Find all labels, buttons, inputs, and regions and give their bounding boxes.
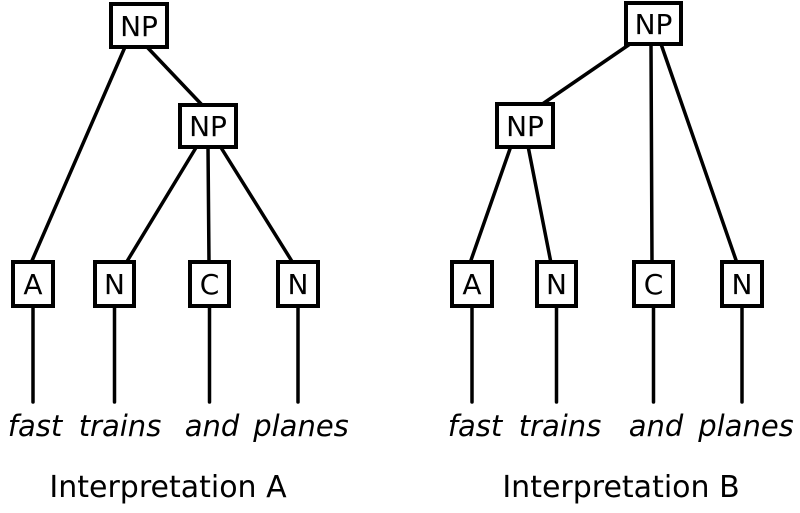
node-b-inner-np-label: NP <box>506 110 544 143</box>
edge-a-np-to-n2 <box>218 144 295 265</box>
word-b-trains: trains <box>519 409 602 443</box>
node-a-leaf-a-label: A <box>23 268 42 301</box>
node-b-leaf-a: A <box>450 260 494 308</box>
node-b-root-np: NP <box>624 1 683 46</box>
tree-interpretation-a: NP NP A N C N fast trains and planes <box>8 2 349 505</box>
node-a-leaf-c: C <box>188 260 231 308</box>
caption-interpretation-a: Interpretation A <box>49 470 287 505</box>
node-a-leaf-a: A <box>11 260 55 308</box>
node-b-leaf-c-box <box>632 260 675 308</box>
node-b-leaf-c: C <box>632 260 675 308</box>
node-b-inner-np-box <box>495 102 555 149</box>
edge-b-np-to-n1 <box>526 144 553 265</box>
node-a-leaf-a-box <box>11 260 55 308</box>
node-b-leaf-n2: N <box>720 260 764 308</box>
edge-a-np-to-n1 <box>124 144 199 265</box>
node-b-leaf-n1: N <box>535 260 578 308</box>
node-b-inner-np: NP <box>495 102 555 149</box>
node-a-inner-np-box <box>178 103 238 149</box>
node-a-leaf-n1: N <box>93 260 136 308</box>
edge-a-root-to-a <box>29 45 127 265</box>
word-a-fast: fast <box>8 409 64 443</box>
node-a-inner-np-label: NP <box>189 110 227 143</box>
edge-b-root-to-n2 <box>659 42 739 265</box>
node-b-leaf-n1-box <box>535 260 578 308</box>
node-b-root-np-box <box>624 1 683 46</box>
node-a-leaf-n2-label: N <box>288 268 309 301</box>
edge-a-np-to-c <box>206 144 211 265</box>
node-a-root-np: NP <box>109 2 169 49</box>
node-a-leaf-n2: N <box>276 260 320 308</box>
word-a-and: and <box>185 409 240 443</box>
node-a-root-np-box <box>109 2 169 49</box>
edge-b-root-to-c <box>649 42 654 265</box>
node-a-leaf-c-box <box>188 260 231 308</box>
node-a-inner-np: NP <box>178 103 238 149</box>
word-a-planes: planes <box>252 409 349 443</box>
node-b-root-np-label: NP <box>635 8 673 41</box>
node-a-leaf-n1-box <box>93 260 136 308</box>
node-a-leaf-n2-box <box>276 260 320 308</box>
edge-a-root-to-np <box>145 45 205 108</box>
node-a-root-np-label: NP <box>120 10 158 43</box>
caption-interpretation-b: Interpretation B <box>502 470 739 505</box>
node-b-leaf-a-box <box>450 260 494 308</box>
word-b-planes: planes <box>697 409 794 443</box>
word-b-fast: fast <box>448 409 504 443</box>
node-a-leaf-n1-label: N <box>104 268 125 301</box>
edge-b-np-to-a <box>468 144 513 265</box>
node-b-leaf-n1-label: N <box>546 268 567 301</box>
word-a-trains: trains <box>79 409 162 443</box>
node-b-leaf-a-label: A <box>462 268 481 301</box>
node-b-leaf-n2-label: N <box>732 268 753 301</box>
node-b-leaf-n2-box <box>720 260 764 308</box>
word-b-and: and <box>629 409 684 443</box>
node-a-leaf-c-label: C <box>200 268 220 301</box>
node-b-leaf-c-label: C <box>644 268 664 301</box>
edge-b-root-to-np <box>539 42 632 107</box>
tree-interpretation-b: NP NP A N C N fast trains and planes <box>448 1 794 505</box>
